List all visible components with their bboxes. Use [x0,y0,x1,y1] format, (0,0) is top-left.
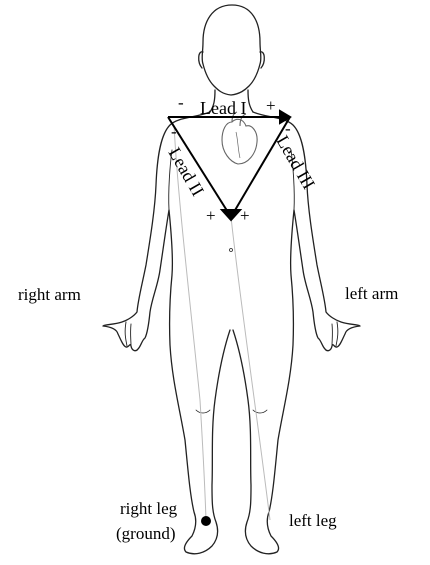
lead2-plus: + [206,206,216,225]
lead3-line [231,117,290,217]
lead3-minus: - [285,119,291,138]
right-arm-label: right arm [18,285,81,304]
right-leg-note: (ground) [116,524,175,543]
lead1-label: Lead I [200,98,246,118]
left-arm-label: left arm [345,284,398,303]
left-leg-label: left leg [289,511,337,530]
lead3-plus: + [240,206,250,225]
lead1-minus: - [178,93,184,112]
lead3-label: Lead III [273,132,320,193]
right-leg-label: right leg [120,499,178,518]
lead2-minus: - [171,122,177,141]
lead1-plus: + [266,96,276,115]
body-left-contour [103,112,230,554]
ground-electrode-icon [201,516,211,526]
head-outline [202,5,261,95]
heart-icon [222,112,257,164]
